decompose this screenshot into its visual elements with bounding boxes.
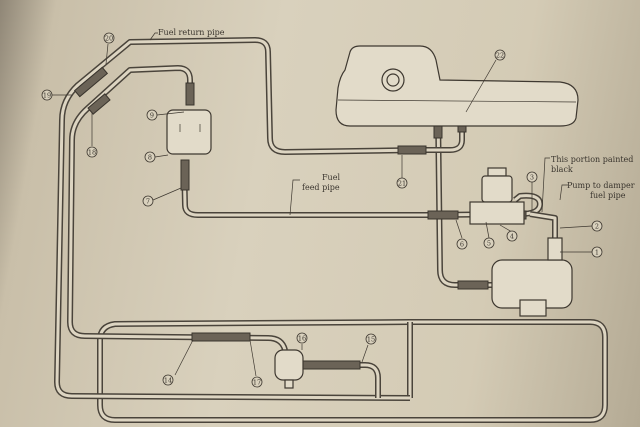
- callout-17: 17: [249, 339, 263, 388]
- callout-18: 18: [86, 112, 98, 158]
- svg-text:2: 2: [595, 223, 599, 231]
- svg-text:22: 22: [496, 52, 504, 60]
- svg-text:3: 3: [530, 174, 534, 182]
- svg-text:9: 9: [150, 112, 154, 120]
- label-fuel-feed-pipe-1: Fuel: [322, 173, 340, 182]
- callout-1: 1: [560, 246, 603, 258]
- callout-5: 5: [483, 221, 495, 249]
- svg-text:16: 16: [298, 335, 306, 343]
- label-fuel-feed-pipe-2: feed pipe: [302, 183, 340, 192]
- svg-text:1: 1: [595, 249, 599, 257]
- fuel-damper: [274, 349, 304, 389]
- callout-22: 22: [465, 49, 506, 113]
- callout-15: 15: [361, 333, 377, 363]
- svg-text:4: 4: [510, 233, 514, 241]
- fuel-filter: [166, 109, 212, 155]
- svg-text:7: 7: [146, 198, 150, 206]
- callout-4: 4: [499, 224, 518, 242]
- svg-text:18: 18: [88, 149, 96, 157]
- svg-text:15: 15: [367, 336, 375, 344]
- fuel-tank: [335, 45, 579, 127]
- callout-19: 19: [41, 89, 72, 101]
- callouts: 1 2 3 4 5 6 7 8 9 14 15 16 17 18 19 20 2…: [41, 32, 603, 388]
- pressure-regulator: [469, 167, 525, 225]
- label-pump-to-damper-1: Pump to damper: [567, 181, 635, 190]
- svg-text:5: 5: [487, 240, 491, 248]
- callout-16: 16: [296, 332, 308, 350]
- label-fuel-return-pipe: Fuel return pipe: [158, 28, 225, 37]
- callout-20: 20: [103, 32, 115, 65]
- callout-2: 2: [559, 220, 603, 232]
- svg-text:6: 6: [460, 241, 464, 249]
- callout-7: 7: [142, 187, 182, 207]
- fuel-pump: [491, 237, 573, 317]
- label-painted-black-2: black: [551, 165, 573, 174]
- callout-3: 3: [526, 171, 538, 210]
- fuel-return-pipe: [54, 37, 421, 401]
- callout-21: 21: [396, 155, 408, 189]
- underbody-pipe-loop: [97, 319, 608, 423]
- svg-text:21: 21: [398, 180, 406, 188]
- label-pump-to-damper-2: fuel pipe: [590, 191, 626, 200]
- fuel-feed-pipe: [67, 65, 558, 398]
- svg-text:14: 14: [164, 377, 172, 385]
- callout-8: 8: [144, 151, 169, 163]
- callout-6: 6: [455, 219, 468, 250]
- svg-text:17: 17: [253, 379, 261, 387]
- label-painted-black-1: This portion painted: [551, 155, 633, 164]
- svg-text:8: 8: [148, 154, 152, 162]
- svg-text:19: 19: [43, 92, 51, 100]
- callout-14: 14: [162, 339, 194, 386]
- svg-text:20: 20: [105, 35, 113, 43]
- callout-9: 9: [146, 109, 185, 121]
